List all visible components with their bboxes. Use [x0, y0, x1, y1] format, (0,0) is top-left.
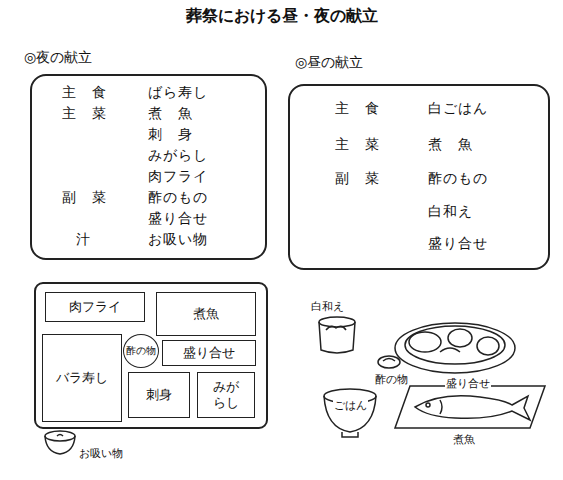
menu-item: 副 菜 [62, 189, 107, 207]
rice-bowl [324, 389, 376, 437]
menu-item: 主 食 [335, 100, 380, 118]
menu-item: お吸い物 [148, 231, 208, 249]
illustration-label: 白和え [310, 299, 345, 314]
tray-compartment: バラ寿し [42, 334, 122, 422]
tray-outline [35, 283, 267, 428]
round-dish: 酢の物 [123, 334, 159, 368]
menu-item: 主 食 [62, 84, 107, 102]
shiraae-dish [319, 317, 355, 353]
soup-bowl [45, 431, 75, 454]
illustration-label: ごはん [333, 398, 368, 413]
menu-item: 主 菜 [62, 105, 107, 123]
compartment-label: 盛り合せ [183, 344, 235, 362]
tray-compartment: 刺身 [128, 372, 190, 418]
menu-item: 盛り合せ [428, 235, 488, 253]
tray-compartment: 煮魚 [156, 292, 256, 336]
menu-box: ◎夜の献立主 食ばら寿し主 菜煮 魚刺 身みがらし肉フライ副 菜酢のもの盛り合せ… [30, 74, 267, 260]
menu-box: ◎昼の献立主 食白ごはん主 菜煮 魚副 菜酢のもの白和え盛り合せ [288, 84, 550, 270]
illustration-label: お吸い物 [78, 446, 124, 461]
menu-item: 主 菜 [335, 136, 380, 154]
menu-item: 煮 魚 [428, 136, 473, 154]
tray-compartment: みがらし [197, 372, 255, 418]
vinegar-dish [378, 356, 400, 368]
tray-compartment: 盛り合せ [162, 340, 256, 366]
illustration-label: 酢の物 [374, 372, 409, 387]
compartment-label: 刺身 [146, 386, 172, 404]
menu-item: 煮 魚 [148, 105, 193, 123]
compartment-label: バラ寿し [56, 369, 108, 387]
diagram-title: 葬祭における昼・夜の献立 [186, 6, 378, 27]
compartment-label: みがらし [212, 379, 240, 412]
menu-item: みがらし [148, 147, 208, 165]
menu-item: ばら寿し [148, 84, 208, 102]
illustration-label: 盛り合せ [445, 376, 491, 391]
tray-compartment: 肉フライ [45, 292, 145, 322]
platter [395, 323, 515, 373]
menu-item: 白和え [428, 203, 473, 221]
menu-item: 副 菜 [335, 170, 380, 188]
illustration-label: 煮魚 [452, 432, 476, 447]
menu-item: 酢のもの [428, 170, 488, 188]
compartment-label: 酢の物 [126, 344, 156, 358]
menu-item: 刺 身 [148, 126, 193, 144]
menu-heading: ◎昼の献立 [295, 54, 363, 72]
menu-heading: ◎夜の献立 [24, 49, 92, 67]
menu-item: 汁 [76, 231, 91, 249]
compartment-label: 肉フライ [69, 298, 121, 316]
compartment-label: 煮魚 [193, 305, 219, 323]
fish-plate [395, 386, 545, 428]
menu-item: 酢のもの [148, 189, 208, 207]
menu-item: 肉フライ [148, 168, 208, 186]
menu-item: 盛り合せ [148, 210, 208, 228]
menu-item: 白ごはん [428, 100, 488, 118]
